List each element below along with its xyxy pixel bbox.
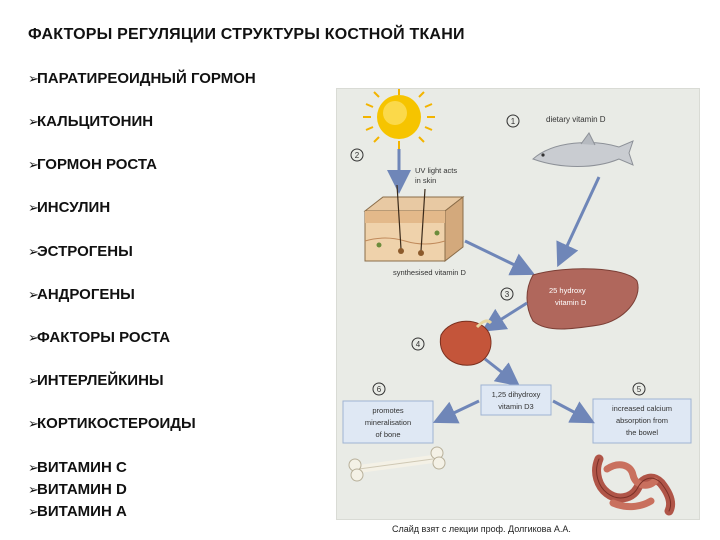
bowel-label-line3: the bowel bbox=[626, 428, 658, 437]
fish-icon bbox=[532, 132, 634, 167]
intestine-icon bbox=[592, 454, 676, 516]
factor-item: ➢ВИТАМИН D bbox=[28, 481, 127, 498]
diagram-canvas: 1 dietary vitamin D 2 UV light acts in s… bbox=[342, 89, 692, 516]
bullet-arrow-icon: ➢ bbox=[28, 244, 39, 259]
page-title: ФАКТОРЫ РЕГУЛЯЦИИ СТРУКТУРЫ КОСТНОЙ ТКАН… bbox=[28, 26, 465, 43]
bone-effect-box bbox=[342, 400, 434, 444]
dietary-vitamin-d-label: dietary vitamin D bbox=[546, 115, 606, 124]
bullet-arrow-icon: ➢ bbox=[28, 200, 39, 215]
factor-item: ➢ИНТЕРЛЕЙКИНЫ bbox=[28, 372, 164, 389]
d3-label-line1: 1,25 dihydroxy bbox=[492, 390, 541, 399]
uv-label-line2: in skin bbox=[415, 176, 436, 185]
slide-credit: Слайд взят с лекции проф. Долгикова А.А. bbox=[392, 524, 571, 534]
svg-text:2: 2 bbox=[355, 151, 360, 160]
bullet-arrow-icon: ➢ bbox=[28, 330, 39, 345]
svg-text:4: 4 bbox=[416, 340, 421, 349]
factor-item: ➢ВИТАМИН С bbox=[28, 459, 127, 476]
bowel-effect-box bbox=[592, 398, 692, 444]
fish-to-liver-arrow bbox=[556, 176, 601, 268]
factor-item: ➢ФАКТОРЫ РОСТА bbox=[28, 329, 171, 346]
bone-label-line1: promotes bbox=[372, 406, 404, 415]
d3-box bbox=[480, 384, 552, 416]
bullet-arrow-icon: ➢ bbox=[28, 114, 39, 129]
liver-to-kidney-arrow bbox=[481, 301, 528, 332]
bullet-arrow-icon: ➢ bbox=[28, 71, 39, 86]
factor-item: ➢ПАРАТИРЕОИДНЫЙ ГОРМОН bbox=[28, 70, 256, 87]
step-1-marker: 1 bbox=[506, 114, 520, 128]
bullet-arrow-icon: ➢ bbox=[28, 482, 39, 497]
svg-text:1: 1 bbox=[511, 117, 516, 126]
bullet-arrow-icon: ➢ bbox=[28, 157, 39, 172]
factor-item: ➢ВИТАМИН А bbox=[28, 503, 127, 520]
d3-to-bowel-arrow bbox=[552, 399, 595, 424]
step-2-marker: 2 bbox=[350, 148, 364, 162]
uv-label-line1: UV light acts bbox=[415, 166, 457, 175]
factor-item: ➢КОРТИКОСТЕРОИДЫ bbox=[28, 415, 196, 432]
factor-item: ➢КАЛЬЦИТОНИН bbox=[28, 113, 154, 130]
bullet-arrow-icon: ➢ bbox=[28, 373, 39, 388]
factor-item: ➢АНДРОГЕНЫ bbox=[28, 286, 135, 303]
skin-to-liver-arrow bbox=[464, 239, 536, 276]
bullet-arrow-icon: ➢ bbox=[28, 504, 39, 519]
sun-icon bbox=[363, 89, 435, 149]
factor-item: ➢ГОРМОН РОСТА bbox=[28, 156, 157, 173]
bullet-arrow-icon: ➢ bbox=[28, 460, 39, 475]
vitamin-d-diagram: 1 dietary vitamin D 2 UV light acts in s… bbox=[336, 88, 700, 520]
step-3-marker: 3 bbox=[500, 287, 514, 301]
bullet-arrow-icon: ➢ bbox=[28, 287, 39, 302]
liver-label-line2: vitamin D bbox=[555, 298, 587, 307]
step-5-marker: 5 bbox=[632, 382, 646, 396]
svg-text:3: 3 bbox=[505, 290, 510, 299]
bone-label-line2: mineralisation bbox=[365, 418, 411, 427]
d3-to-bone-arrow bbox=[432, 399, 480, 424]
bone-icon bbox=[348, 446, 446, 482]
skin-cross-section bbox=[363, 184, 465, 263]
bullet-arrow-icon: ➢ bbox=[28, 416, 39, 431]
bowel-label-line2: absorption from bbox=[616, 416, 668, 425]
kidney-to-d3-arrow bbox=[484, 357, 521, 387]
liver-label-line1: 25 hydroxy bbox=[549, 286, 586, 295]
d3-label-line2: vitamin D3 bbox=[498, 402, 533, 411]
bone-label-line3: of bone bbox=[375, 430, 400, 439]
kidney-icon bbox=[439, 319, 493, 366]
step-6-marker: 6 bbox=[372, 382, 386, 396]
synthesised-vitamin-d-label: synthesised vitamin D bbox=[393, 268, 467, 277]
factor-item: ➢ЭСТРОГЕНЫ bbox=[28, 243, 133, 260]
bowel-label-line1: increased calcium bbox=[612, 404, 672, 413]
liver-icon bbox=[526, 268, 639, 330]
step-4-marker: 4 bbox=[411, 337, 425, 351]
svg-text:6: 6 bbox=[377, 385, 382, 394]
factor-item: ➢ИНСУЛИН bbox=[28, 199, 111, 216]
svg-text:5: 5 bbox=[637, 385, 642, 394]
